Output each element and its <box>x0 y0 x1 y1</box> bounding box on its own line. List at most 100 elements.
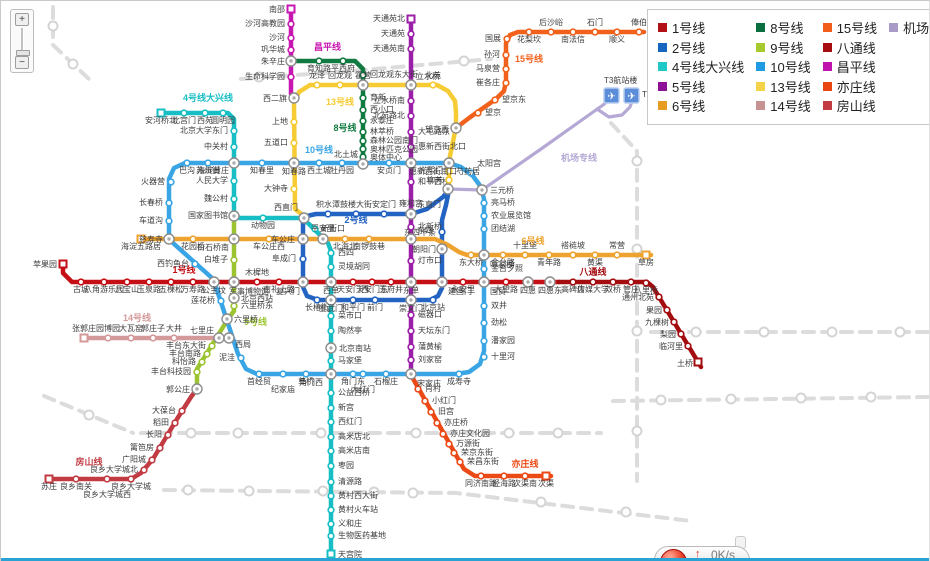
station-亦庄文化园[interactable] <box>439 430 447 438</box>
station-大望路[interactable] <box>502 278 510 286</box>
station-东大桥[interactable] <box>467 251 475 259</box>
zoom-slider-handle[interactable] <box>16 50 30 56</box>
station-天通苑北[interactable] <box>406 14 416 24</box>
station-沙河高教园[interactable] <box>287 20 295 28</box>
station-安河桥北[interactable] <box>156 108 166 118</box>
station-永泰庄[interactable] <box>359 117 367 125</box>
station-古城[interactable] <box>77 278 85 286</box>
station-马泉营[interactable] <box>502 65 510 73</box>
station-回龙观东大街[interactable] <box>359 71 367 79</box>
station-次渠[interactable] <box>541 471 551 481</box>
station-立水桥南[interactable] <box>407 97 415 105</box>
station-森林公园南门[interactable] <box>359 137 367 145</box>
station-高米店北[interactable] <box>327 433 335 441</box>
station-南礼士路[interactable] <box>275 278 283 286</box>
station-园博园[interactable] <box>104 334 112 342</box>
station-丰台南路[interactable] <box>203 350 211 358</box>
station-亦庄桥[interactable] <box>433 419 441 427</box>
station-车道沟[interactable] <box>165 217 173 225</box>
station-林萃桥[interactable] <box>359 128 367 136</box>
station-郭庄子[interactable] <box>149 334 157 342</box>
station-木樨地[interactable] <box>253 278 261 286</box>
station-长春桥[interactable] <box>165 199 173 207</box>
station-北海北[interactable] <box>341 235 349 243</box>
station-圆明园[interactable] <box>219 109 227 117</box>
station-望京东[interactable] <box>491 96 499 104</box>
station-俸伯[interactable] <box>635 28 643 36</box>
station-黄村西大街[interactable] <box>327 492 335 500</box>
station-安贞门[interactable] <box>385 159 393 167</box>
station-积水潭[interactable] <box>324 210 332 218</box>
station-西钓鱼台[interactable] <box>191 260 199 268</box>
station-北宫门[interactable] <box>180 109 188 117</box>
station-良乡大学城[interactable] <box>127 475 135 483</box>
station-东四十条[interactable] <box>438 228 446 236</box>
station-九棵树[interactable] <box>670 318 678 326</box>
station-高碑店[interactable] <box>569 278 577 286</box>
station-花园桥[interactable] <box>189 235 197 243</box>
station-五道口[interactable] <box>290 139 298 147</box>
station-天宫院[interactable] <box>326 549 336 559</box>
station-张郭庄[interactable] <box>79 333 89 343</box>
station-亮马桥[interactable] <box>480 199 488 207</box>
station-黄村火车站[interactable] <box>327 506 335 514</box>
station-通州北苑[interactable] <box>655 293 663 301</box>
station-刘家窑[interactable] <box>407 356 415 364</box>
station-广阳城[interactable] <box>148 456 156 464</box>
station-六里桥东[interactable] <box>230 302 238 310</box>
station-大井[interactable] <box>170 334 178 342</box>
station-首经贸[interactable] <box>255 370 263 378</box>
station-马家堡[interactable] <box>327 357 335 365</box>
station-孙河[interactable] <box>502 51 510 59</box>
station-育知路[interactable] <box>315 57 323 65</box>
station-天通苑[interactable] <box>407 30 415 38</box>
station-角门东[interactable] <box>349 370 357 378</box>
station-和平西桥[interactable] <box>407 178 415 186</box>
station-车公庄西[interactable] <box>265 235 273 243</box>
station-黄渠[interactable] <box>591 251 599 259</box>
station-石门[interactable] <box>591 28 599 36</box>
station-灯市口[interactable] <box>407 257 415 265</box>
station-莲花桥[interactable] <box>217 297 225 305</box>
station-火器营[interactable] <box>167 178 175 186</box>
station-成寿寺[interactable] <box>455 370 463 378</box>
zoom-in-button[interactable]: + <box>15 13 29 26</box>
station-草房[interactable] <box>641 250 651 260</box>
station-泥洼[interactable] <box>237 354 245 362</box>
station-知春里[interactable] <box>258 159 266 167</box>
station-双桥[interactable] <box>609 278 617 286</box>
station-天通苑南[interactable] <box>407 45 415 53</box>
station-天安门西[interactable] <box>349 278 357 286</box>
station-果园[interactable] <box>663 306 671 314</box>
station-西四[interactable] <box>327 249 335 257</box>
station-巩华城[interactable] <box>287 46 295 54</box>
station-万寿路[interactable] <box>189 278 197 286</box>
station-苏庄[interactable] <box>44 474 54 484</box>
station-花梨坎[interactable] <box>525 28 533 36</box>
station-海淀五路居[interactable] <box>136 234 146 244</box>
station-南锣鼓巷[interactable] <box>365 235 373 243</box>
station-蒲黄榆[interactable] <box>407 343 415 351</box>
station-西红门[interactable] <box>327 418 335 426</box>
station-稻田[interactable] <box>171 419 179 427</box>
station-巴沟[interactable] <box>183 159 191 167</box>
station-平西府[interactable] <box>339 57 347 65</box>
station-菜市口[interactable] <box>327 312 335 320</box>
station-良乡大学城北[interactable] <box>140 466 148 474</box>
station-双井[interactable] <box>480 302 488 310</box>
station-磁器口[interactable] <box>407 311 415 319</box>
station-永安里[interactable] <box>459 278 467 286</box>
station-新街口[interactable] <box>311 225 319 233</box>
station-丰台东大街[interactable] <box>208 342 216 350</box>
station-篱笆房[interactable] <box>156 444 164 452</box>
station-鼓楼大街[interactable] <box>352 210 360 218</box>
station-顺义[interactable] <box>613 28 621 36</box>
station-临河里[interactable] <box>684 342 692 350</box>
station-高米店南[interactable] <box>327 447 335 455</box>
station-惠新西街北口[interactable] <box>407 143 415 151</box>
station-长椿街[interactable] <box>313 296 321 304</box>
station-常营[interactable] <box>613 251 621 259</box>
station-陶然亭[interactable] <box>327 327 335 335</box>
station-荣京东街[interactable] <box>450 449 458 457</box>
